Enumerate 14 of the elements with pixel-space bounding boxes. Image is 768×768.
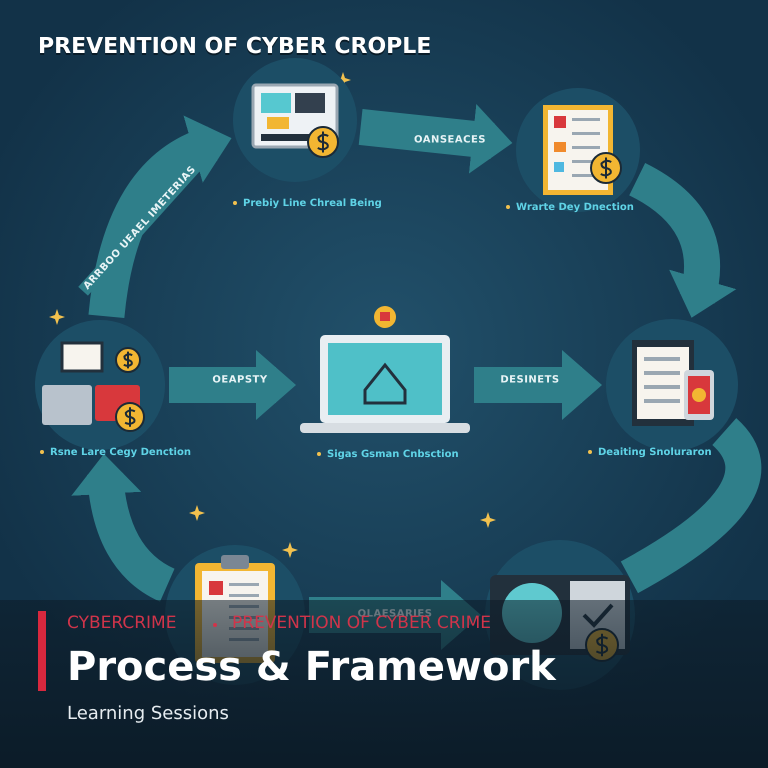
flow-arrow bbox=[88, 117, 232, 318]
flow-arrow bbox=[358, 104, 512, 174]
flow-arrow bbox=[72, 454, 176, 602]
step-heading: Rsne Lare Cegy Denction bbox=[40, 447, 191, 458]
step-heading: Sigas Gsman Cnbsction bbox=[317, 449, 459, 460]
step-heading: Deaiting Snoluraron bbox=[588, 447, 712, 458]
flow-arrow bbox=[169, 350, 296, 420]
banner-heading: Process & Framework bbox=[67, 644, 556, 690]
banner-text: Learning Sessions bbox=[67, 703, 229, 724]
banner-text: CYBERCRIME bbox=[67, 613, 176, 633]
step-heading: Prebiy Line Chreal Being bbox=[233, 198, 382, 209]
flow-arrow bbox=[474, 350, 602, 420]
diagram-title: PREVENTION OF CYBER CROPLE bbox=[38, 34, 432, 59]
step-heading: Wrarte Dey Dnection bbox=[506, 202, 634, 213]
